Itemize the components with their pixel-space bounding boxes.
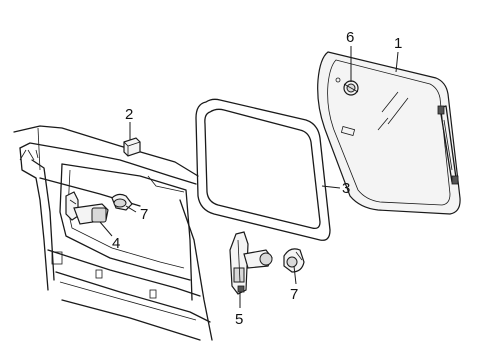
part-1-quarter-glass <box>317 51 461 215</box>
callout-7-lower: 7 <box>290 286 298 303</box>
part-7-clip-lower <box>283 248 305 273</box>
leader-lines <box>99 46 399 308</box>
callout-7-upper: 7 <box>140 206 148 223</box>
part-3-weatherstrip <box>195 98 331 241</box>
part-7-clip-upper <box>111 193 133 211</box>
body-side-panel <box>13 125 213 341</box>
callout-1: 1 <box>394 35 402 52</box>
part-2-bumper <box>123 137 141 157</box>
callout-3: 3 <box>342 180 350 197</box>
callout-4: 4 <box>112 235 120 252</box>
part-4-hinge <box>65 191 109 225</box>
leader-7b <box>293 265 297 285</box>
callout-2: 2 <box>125 106 133 123</box>
leader-4 <box>99 221 113 237</box>
part-5-latch <box>229 231 273 295</box>
callout-6: 6 <box>346 29 354 46</box>
leader-1 <box>395 51 399 73</box>
part-6-grommet <box>343 80 359 96</box>
leader-7a <box>125 205 137 213</box>
leader-3 <box>321 185 341 189</box>
callout-5: 5 <box>235 311 243 328</box>
